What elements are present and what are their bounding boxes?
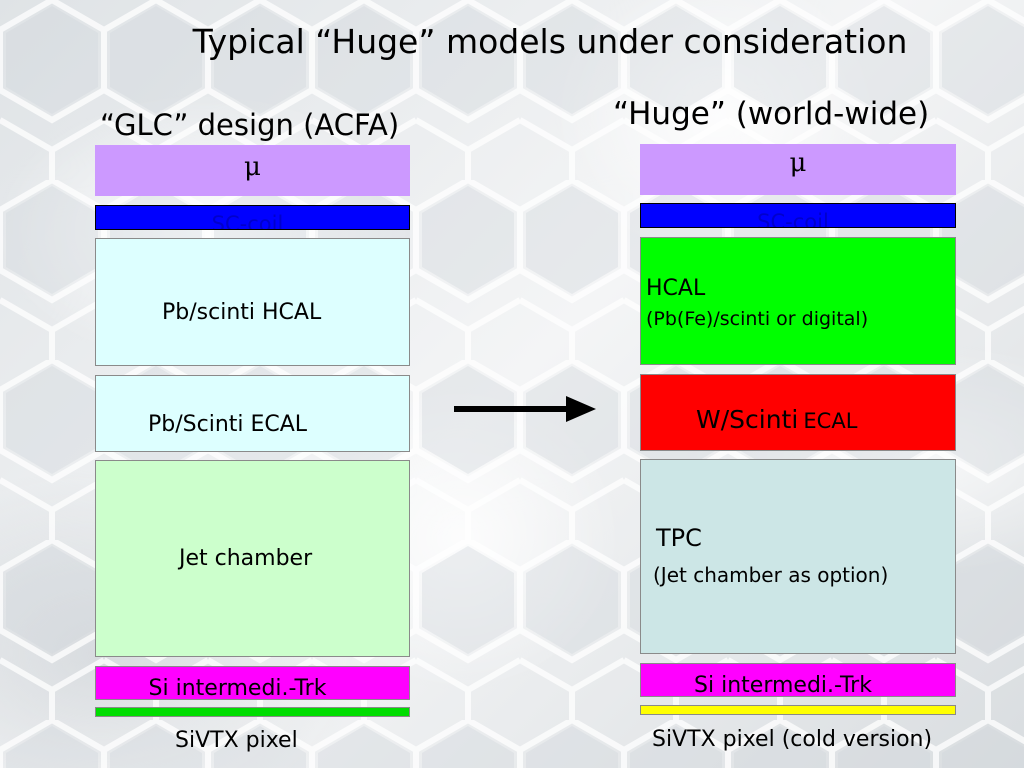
left-si-tracker-label: Si intermedi.-Trk xyxy=(148,675,327,701)
right-muon-label: μ xyxy=(789,147,807,178)
left-vtx-label: SiVTX pixel xyxy=(175,728,298,753)
right-muon-layer: μ xyxy=(640,144,956,195)
left-column-header: “GLC” design (ACFA) xyxy=(100,108,400,142)
left-muon-label: μ xyxy=(244,151,261,182)
right-ecal-layer: W/Scinti ECAL xyxy=(640,374,956,451)
right-hcal-layer: HCAL (Pb(Fe)/scinti or digital) xyxy=(640,237,956,365)
right-ecal-label: W/Scinti ECAL xyxy=(696,405,857,434)
right-si-tracker-layer: Si intermedi.-Trk xyxy=(640,663,956,698)
left-sc-coil-layer: SC-coil xyxy=(95,205,410,230)
right-sc-coil-layer: SC-coil xyxy=(640,203,956,228)
right-tracker-sublabel: (Jet chamber as option) xyxy=(653,563,889,587)
left-hcal-layer: Pb/scinti HCAL xyxy=(95,238,410,366)
right-column-header: “Huge” (world-wide) xyxy=(613,96,930,132)
right-ecal-main-label: W/Scinti xyxy=(696,405,799,434)
right-vtx-label: SiVTX pixel (cold version) xyxy=(652,727,933,752)
right-hcal-sublabel: (Pb(Fe)/scinti or digital) xyxy=(646,308,869,330)
right-vtx-layer xyxy=(640,705,956,715)
right-hcal-label: HCAL xyxy=(646,276,706,301)
right-si-tracker-label: Si intermedi.-Trk xyxy=(694,672,872,698)
left-hcal-label: Pb/scinti HCAL xyxy=(162,300,322,325)
left-si-tracker-layer: Si intermedi.-Trk xyxy=(95,666,410,701)
right-arrow-icon xyxy=(454,396,596,422)
page-title: Typical “Huge” models under consideratio… xyxy=(192,22,908,61)
right-ecal-suffix-label: ECAL xyxy=(803,409,858,433)
right-sc-coil-label: SC-coil xyxy=(757,209,829,228)
right-tracker-layer: TPC (Jet chamber as option) xyxy=(640,459,956,654)
left-ecal-layer: Pb/Scinti ECAL xyxy=(95,375,410,452)
left-muon-layer: μ xyxy=(95,145,410,196)
right-tracker-label: TPC xyxy=(656,524,702,552)
left-vtx-layer xyxy=(95,707,410,717)
left-sc-coil-label: SC-coil xyxy=(211,211,284,230)
left-tracker-layer: Jet chamber xyxy=(95,460,410,657)
left-tracker-label: Jet chamber xyxy=(179,546,313,571)
left-ecal-label: Pb/Scinti ECAL xyxy=(148,412,308,437)
